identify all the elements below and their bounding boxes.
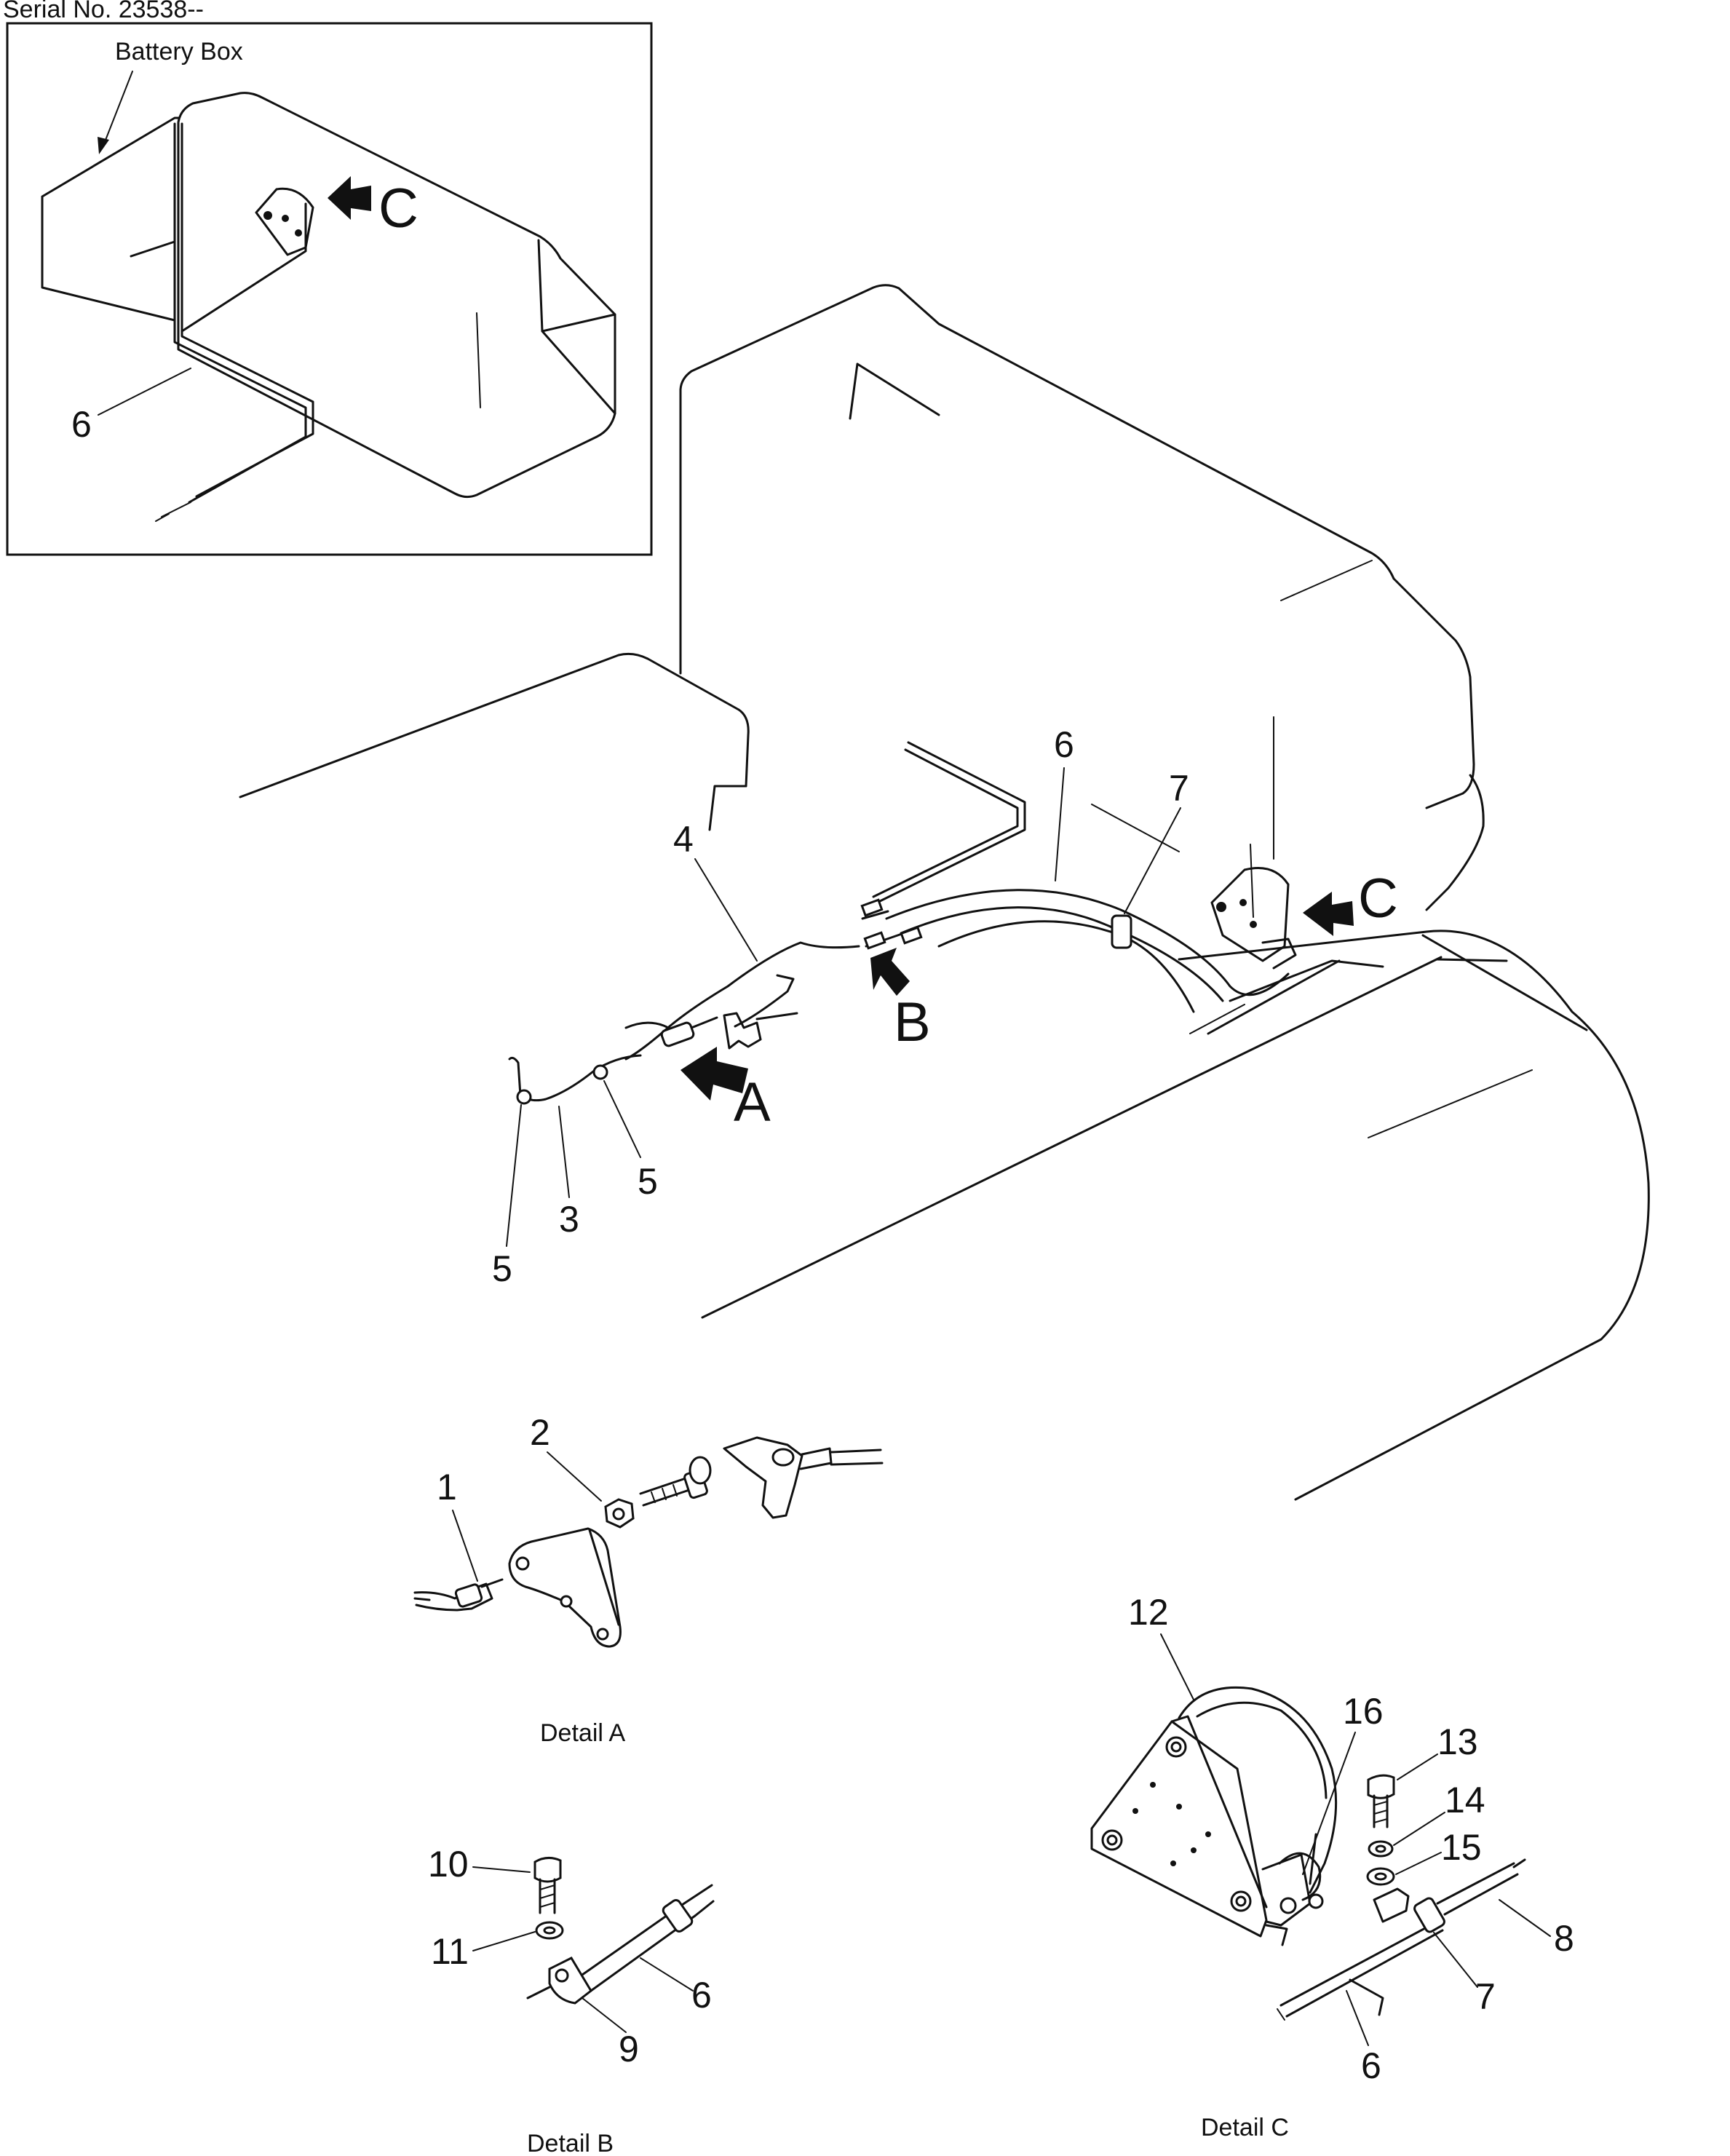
- detail-b-caption: Detail B: [527, 2130, 614, 2156]
- view-label-a: A: [734, 1071, 771, 1133]
- battery-box-label: Battery Box: [115, 38, 243, 66]
- detail-c-callout-14: 14: [1445, 1780, 1485, 1820]
- battery-box-leader: [103, 71, 133, 146]
- detail-c-callout-6: 6: [1361, 2045, 1381, 2086]
- detail-c: 12 16 13 14 15 8 7 6 Detail C: [1090, 1592, 1574, 2141]
- detail-a-callout-1: 1: [437, 1467, 457, 1507]
- detail-b-callout-10: 10: [428, 1844, 469, 1884]
- view-arrow-c-icon: [1303, 892, 1354, 936]
- detail-b-callout-11: 11: [431, 1931, 469, 1972]
- callout-4: 4: [673, 819, 694, 860]
- main-callouts: 4 6 7 3 5 5 A B C: [492, 724, 1398, 1289]
- inset-callout-6: 6: [71, 404, 92, 445]
- clamp-5-left: [516, 1089, 532, 1105]
- detail-b-callout-9: 9: [619, 2029, 639, 2069]
- inset-leader-6: [98, 368, 191, 416]
- inset-frame: [6, 22, 653, 556]
- detail-c-caption: Detail C: [1201, 2114, 1289, 2141]
- callout-5-right: 5: [638, 1161, 658, 1202]
- machine-body: [239, 284, 1650, 1501]
- inset-view-c-label: C: [378, 178, 418, 239]
- view-arrow-c-icon: [328, 176, 371, 220]
- clamp-9: [548, 1957, 592, 2005]
- detail-a: 1 2 Detail A: [413, 1412, 884, 1747]
- view-label-c: C: [1358, 868, 1398, 930]
- detail-b: 10 11 6 9 Detail B: [428, 1844, 715, 2156]
- detail-c-callout-13: 13: [1437, 1721, 1478, 1762]
- battery-switch: [1210, 867, 1290, 962]
- serial-number: Serial No. 23538--: [3, 0, 204, 23]
- view-label-b: B: [894, 991, 931, 1053]
- detail-c-callout-7: 7: [1475, 1976, 1496, 2017]
- view-arrow-a-icon: [681, 1047, 748, 1101]
- detail-c-callout-12: 12: [1128, 1592, 1169, 1633]
- detail-c-callout-15: 15: [1441, 1827, 1482, 1868]
- callout-5-left: 5: [492, 1248, 512, 1289]
- switch-bracket: [508, 1527, 622, 1648]
- detail-c-callout-8: 8: [1554, 1918, 1574, 1959]
- battery-box-drawing: [41, 92, 616, 522]
- clamp-5-right: [592, 1064, 608, 1080]
- callout-6: 6: [1054, 724, 1074, 765]
- detail-b-callout-6: 6: [691, 1975, 712, 2016]
- detail-c-callout-16: 16: [1343, 1691, 1384, 1732]
- battery-box-inset: Battery Box 6 C: [6, 22, 653, 556]
- leader-arrowhead-icon: [98, 137, 109, 154]
- callout-3: 3: [559, 1199, 579, 1240]
- cable-assembly: [508, 844, 1384, 1105]
- view-arrow-b-icon: [870, 948, 910, 996]
- callout-7: 7: [1169, 768, 1189, 809]
- clamp-7: [1111, 914, 1132, 949]
- detail-a-caption: Detail A: [540, 1719, 625, 1747]
- switch-drum: [1178, 1686, 1338, 1894]
- detail-a-callout-2: 2: [530, 1412, 550, 1453]
